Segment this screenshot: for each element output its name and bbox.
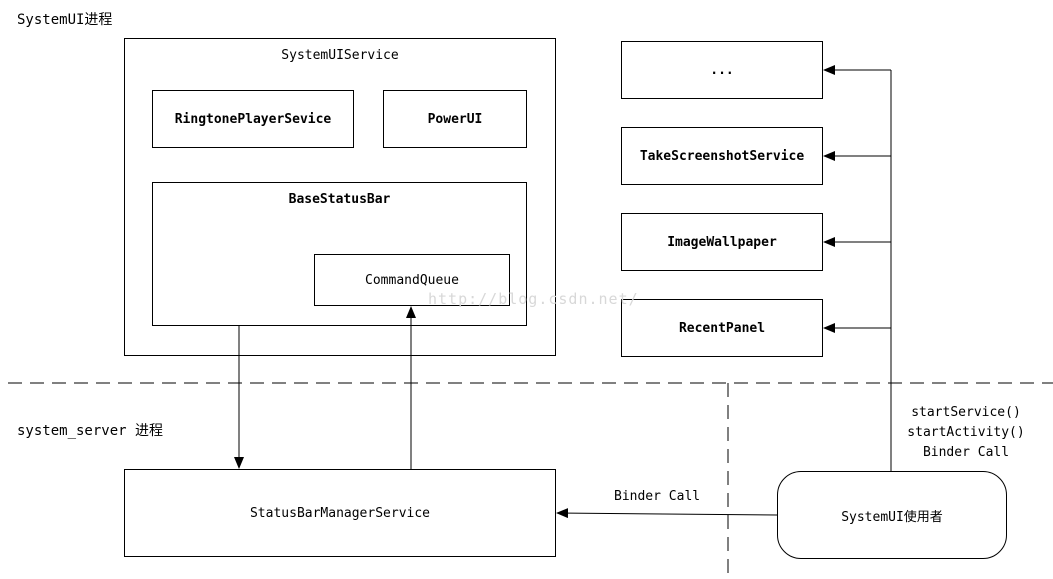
binder-call-right-label: Binder Call <box>922 445 1010 460</box>
base-status-bar-title: BaseStatusBar <box>288 192 391 207</box>
systemui-service-title: SystemUIService <box>281 48 399 63</box>
ellipsis-service-label: ... <box>710 62 734 78</box>
take-screenshot-service-label: TakeScreenshotService <box>639 148 805 164</box>
systemui-process-label: SystemUI进程 <box>17 12 113 28</box>
start-service-label: startService() <box>911 405 1021 420</box>
start-activity-label: startActivity() <box>907 425 1025 440</box>
call-labels: startService() startActivity() Binder Ca… <box>900 403 1032 463</box>
systemui-user-label: SystemUI使用者 <box>841 509 943 525</box>
arrow-user-to-manager <box>556 508 778 519</box>
recent-panel-box: RecentPanel <box>621 299 823 357</box>
take-screenshot-service-box: TakeScreenshotService <box>621 127 823 185</box>
power-ui-box: PowerUI <box>383 90 527 148</box>
image-wallpaper-label: ImageWallpaper <box>667 234 777 250</box>
status-bar-manager-service-box: StatusBarManagerService <box>124 469 556 557</box>
ringtone-player-service-label: RingtonePlayerSevice <box>174 111 332 127</box>
command-queue-box: CommandQueue <box>314 254 510 306</box>
ringtone-player-service-box: RingtonePlayerSevice <box>152 90 354 148</box>
power-ui-label: PowerUI <box>427 111 483 127</box>
command-queue-label: CommandQueue <box>365 272 459 288</box>
recent-panel-label: RecentPanel <box>678 320 766 336</box>
system-server-process-label: system_server 进程 <box>17 423 164 439</box>
image-wallpaper-box: ImageWallpaper <box>621 213 823 271</box>
ellipsis-service-box: ... <box>621 41 823 99</box>
watermark-text: http://blog.csdn.net/ <box>428 290 639 308</box>
status-bar-manager-service-label: StatusBarManagerService <box>249 505 430 521</box>
binder-call-bottom-label: Binder Call <box>614 489 701 504</box>
systemui-user-box: SystemUI使用者 <box>777 471 1007 559</box>
